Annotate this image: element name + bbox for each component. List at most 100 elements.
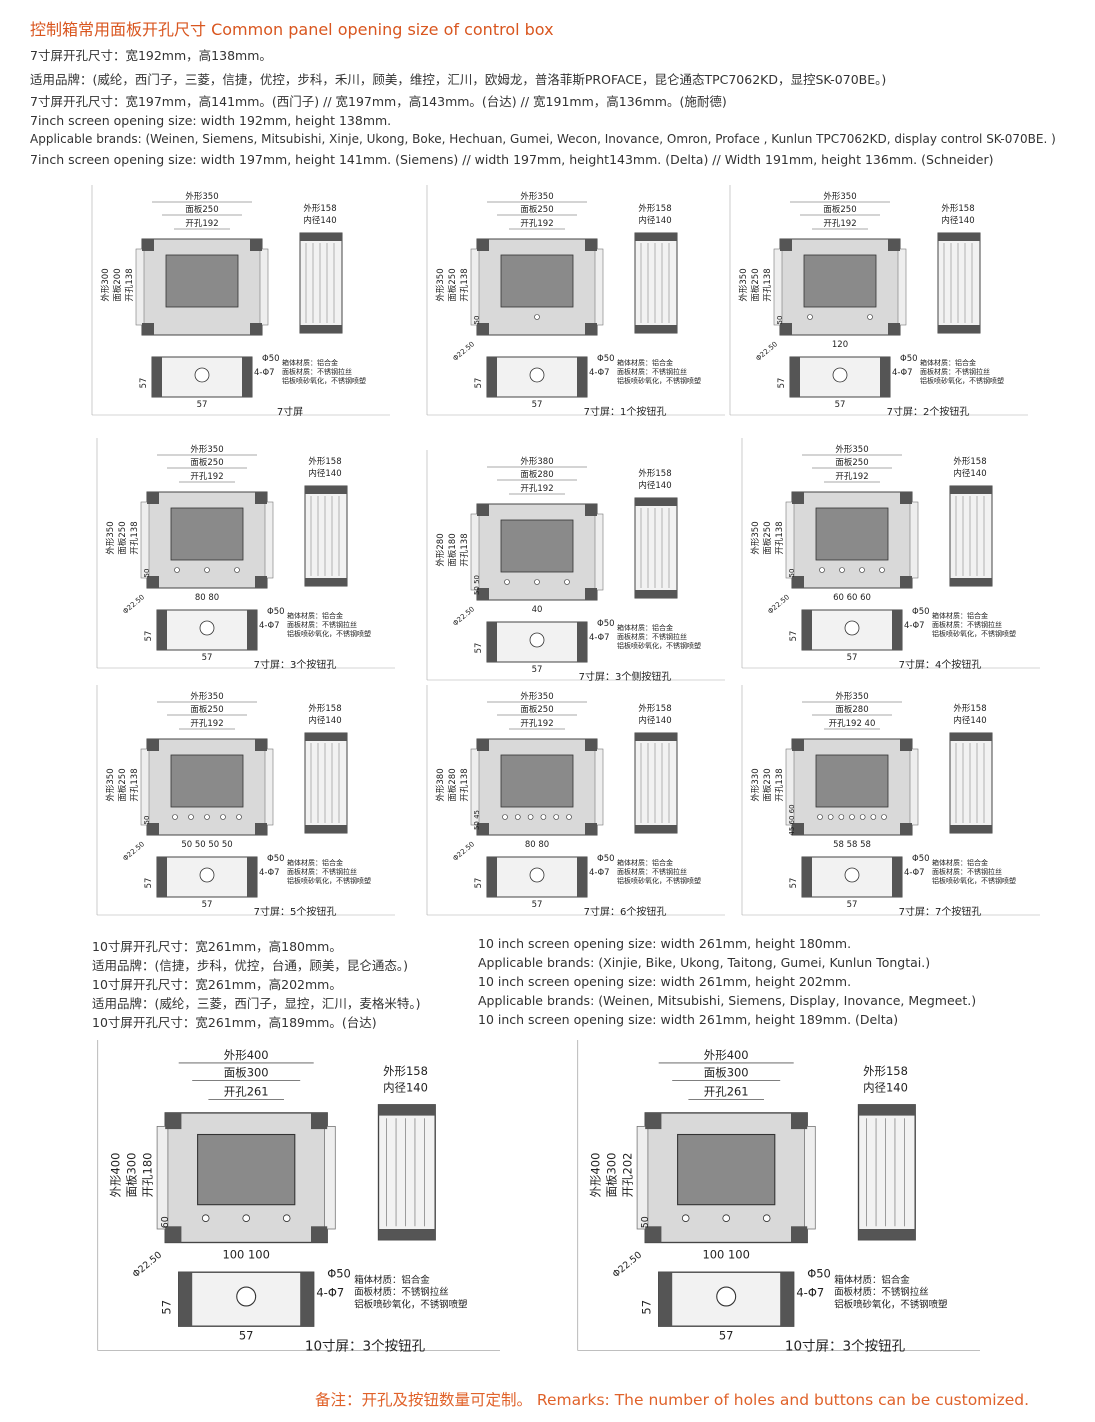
button-diameter-label: Φ22.50 [451, 605, 476, 628]
side-outer-label: 外形158 [303, 203, 336, 214]
button-hole [838, 814, 845, 820]
material-line: 箱体材质：铝合金 [920, 358, 976, 367]
button-diameter-label: Φ22.50 [451, 340, 476, 363]
outer-width-label: 外形350 [190, 444, 223, 455]
material-line: 铝板喷砂氧化，不锈钢喷塑 [932, 629, 1016, 638]
button-diameter-label: Φ22.50 [121, 840, 146, 863]
panel-width-label: 面板280 [520, 469, 553, 480]
side-handle [259, 248, 269, 326]
bottom-cap [152, 357, 162, 397]
figure-caption: 7寸屏：5个按钮孔 [254, 905, 337, 918]
button-hole [174, 567, 180, 573]
outer-width-label: 外形350 [823, 191, 856, 202]
bottom-height-label: 57 [474, 878, 484, 889]
button-hole [502, 814, 508, 820]
enclosure-side [634, 732, 678, 834]
corner-cap [645, 1226, 662, 1243]
button-hole [220, 814, 226, 820]
button-hole [540, 814, 547, 820]
button-hole [722, 1214, 730, 1222]
side-outer-label: 外形158 [383, 1064, 428, 1078]
bottom-height-label: 57 [640, 1300, 654, 1315]
extra-dim-label: 50 [640, 1216, 651, 1228]
cable-hole [529, 632, 545, 648]
button-spacing-label: 60 60 60 [833, 593, 871, 603]
frame-line [741, 438, 1040, 669]
button-hole [242, 1214, 250, 1222]
bottom-cap [892, 857, 902, 897]
material-line: 箱体材质：铝合金 [287, 858, 343, 867]
outer-width-label: 外形400 [704, 1048, 749, 1062]
side-handle [594, 748, 604, 826]
side-handle [324, 1125, 336, 1230]
en10-line: 10 inch screen opening size: width 261mm… [478, 974, 852, 989]
button-spacing-label: 100 100 [222, 1248, 269, 1262]
corner-cap [585, 739, 597, 751]
side-handle [773, 248, 783, 326]
side-handle [470, 248, 480, 326]
frame-line [96, 438, 395, 669]
corner-cap [791, 1226, 808, 1243]
bottom-cap [300, 1272, 314, 1327]
bottom-cap [577, 857, 587, 897]
side-outer-label: 外形158 [638, 203, 671, 214]
side-outer-label: 外形158 [863, 1064, 908, 1078]
corner-cap [477, 239, 489, 251]
figure-caption: 7寸屏：2个按钮孔 [887, 405, 970, 418]
material-line: 面板材质：不锈钢拉丝 [287, 867, 357, 876]
side-handle [636, 1125, 649, 1230]
side-handle [135, 248, 145, 326]
side-outer-label: 外形158 [638, 468, 671, 479]
corner-cap [792, 823, 804, 835]
side-handle [897, 248, 907, 326]
hole-height-label: 开孔138 [125, 268, 135, 301]
intro-line: Applicable brands: (Weinen, Siemens, Mit… [30, 132, 1056, 146]
button-hole [817, 814, 823, 820]
side-inner-label: 内径140 [383, 1080, 428, 1094]
cable-hole [529, 367, 545, 383]
side-cap [938, 325, 980, 333]
bottom-width-label: 57 [532, 900, 543, 910]
hole-height-label: 开孔138 [130, 521, 140, 554]
panel-height-label: 面板180 [447, 533, 458, 566]
bottom-cap [178, 1272, 193, 1327]
side-handle [594, 248, 604, 326]
side-cap [950, 733, 992, 741]
side-cap [950, 578, 992, 586]
button-spacing-label: 120 [832, 340, 848, 350]
extra-dim-label: 50 45 [473, 810, 481, 830]
intro-line: 7inch screen opening size: width 197mm, … [30, 152, 994, 167]
button-hole [236, 814, 242, 820]
panel-width-label: 面板300 [224, 1065, 269, 1079]
screw-label: 4-Φ7 [259, 621, 280, 631]
hole-width-label: 开孔192 [190, 472, 223, 482]
side-cap [300, 325, 342, 333]
side-cap [300, 233, 342, 241]
hole-width-label: 开孔192 40 [829, 719, 876, 729]
corner-cap [585, 323, 597, 335]
screen-opening [197, 1133, 296, 1206]
panel-height-label: 面板280 [447, 768, 458, 801]
extra-dim-label: 50 [143, 569, 151, 578]
hole-diameter-label: Φ50 [807, 1267, 831, 1281]
outer-height-label: 外形400 [108, 1153, 122, 1198]
extra-dim-label: 45 60 60 [788, 804, 796, 835]
corner-cap [255, 492, 267, 504]
side-inner-label: 内径140 [303, 215, 336, 226]
button-hole [867, 314, 873, 320]
bottom-cap [658, 1272, 673, 1327]
side-handle [156, 1125, 169, 1230]
bottom-cap [247, 857, 257, 897]
hole-diameter-label: Φ50 [900, 354, 918, 364]
button-hole [762, 1214, 771, 1222]
outer-width-label: 外形380 [520, 456, 553, 467]
corner-cap [477, 588, 489, 600]
corner-cap [255, 576, 267, 588]
